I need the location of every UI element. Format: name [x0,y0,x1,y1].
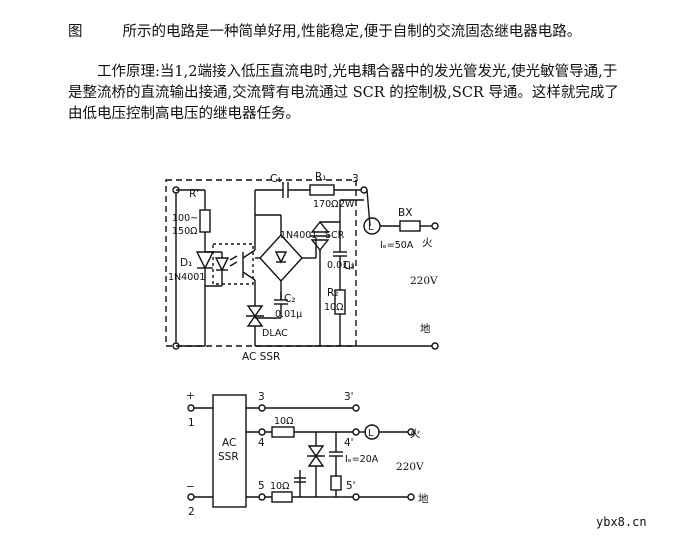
intro-text: 所示的电路是一种简单好用,性能稳定,便于自制的交流固态继电器电路。 [122,24,582,40]
label-scr: SCR [325,230,345,241]
label-diac: DLAC [262,328,288,339]
label-live-2: 火 [410,428,421,440]
label-current: Iₑ=50A [380,240,414,251]
terminal-ground [431,342,439,350]
label-plus: + [186,390,195,402]
label-d1: D₁ [180,257,192,269]
label-voltage: 220V [410,275,438,287]
label-ground-2: 地 [418,492,429,505]
label-ground: 地 [420,322,431,335]
fuse-bx [399,220,421,232]
label-current-2: Iₑ=20A [345,454,379,465]
label-node-5-prime: 5' [346,480,356,492]
triac-reverse [307,454,325,467]
label-c3: C₃ [343,260,355,272]
phototransistor-emitter [242,271,256,281]
label-r-top: 10Ω [274,416,293,427]
bridge-rectifier [259,233,303,283]
label-node-3: 3 [258,391,265,403]
bridge-diode [274,251,288,264]
resistor-snubber [330,475,342,491]
light-arrow [229,255,238,261]
terminal-live [407,428,415,436]
label-r-value: 100~ [172,213,198,224]
working-principle-paragraph: 工作原理:当1,2端接入低压直流电时,光电耦合器中的发光管发光,使光敏管导通,于… [68,64,619,122]
label-c3-value: 0.01μ [327,260,354,271]
terminal-3 [360,186,368,194]
label-live: 火 [422,237,433,249]
scr [310,239,330,252]
label-lamp: L [368,222,374,233]
intro-line: 图 所示的电路是一种简单好用,性能稳定,便于自制的交流固态继电器电路。 [68,22,628,43]
terminal-ground [407,493,415,501]
label-in-2: 2 [188,506,195,518]
wire [366,189,371,227]
diode-d1 [195,251,215,270]
watermark: ybx8.cn [596,515,647,529]
terminal-in-2 [187,493,195,501]
label-in-1: 1 [188,417,195,429]
opto-led [214,257,230,272]
label-r1: R₁ [315,171,327,183]
label-box: AC SSR [242,351,280,363]
label-r2: R₂ [327,287,339,299]
label-node-3-prime: 3' [344,391,354,403]
terminal-5 [258,493,266,501]
label-c2-value: 0.01μ [275,309,302,320]
terminal-3-prime [352,404,360,412]
label-r-bottom: 10Ω [270,481,289,492]
label-node-4: 4 [258,437,265,449]
terminal-live [431,222,439,230]
label-r1-value: 170Ω [313,199,338,210]
scr-reverse [310,220,330,233]
label-r2-value: 10Ω [324,302,343,313]
label-r1-power: 2W [339,199,355,210]
label-d1-part: 1N4001 [168,272,205,283]
resistor-bottom [271,491,293,503]
label-lamp-2: L [368,428,374,439]
terminal-5-prime [352,493,360,501]
terminal-4-prime [352,428,360,436]
label-node-5: 5 [258,480,265,492]
terminal-4 [258,428,266,436]
label-voltage-2: 220V [396,461,424,473]
terminal-3 [258,404,266,412]
label-fuse: BX [398,207,412,219]
phototransistor-collector [242,249,256,259]
diac-up [246,305,264,318]
triac [307,445,325,458]
optocoupler-box [212,243,254,285]
label-node-4-prime: 4' [344,437,354,449]
ssr-block [212,394,247,508]
label-r-prime: R' [189,188,199,200]
figure-ref: 图 [68,24,83,40]
resistor-top [271,426,295,438]
label-minus: − [186,481,195,493]
ac-ssr-application-circuit [187,394,415,508]
label-ssr-1: AC [222,437,236,449]
label-node-3: 3 [352,173,359,185]
resistor-r1 [309,184,335,196]
light-arrow [229,261,238,267]
resistor-r-prime [199,209,211,233]
label-r-value-2: 150Ω [172,226,197,237]
ac-ssr-detailed-circuit [165,179,439,350]
label-c2: C₂ [284,293,296,305]
label-bridge: 1N4001 [280,230,317,241]
terminal-in-1 [187,404,195,412]
label-ssr-2: SSR [218,451,239,463]
label-c1: C₁ [270,173,282,185]
